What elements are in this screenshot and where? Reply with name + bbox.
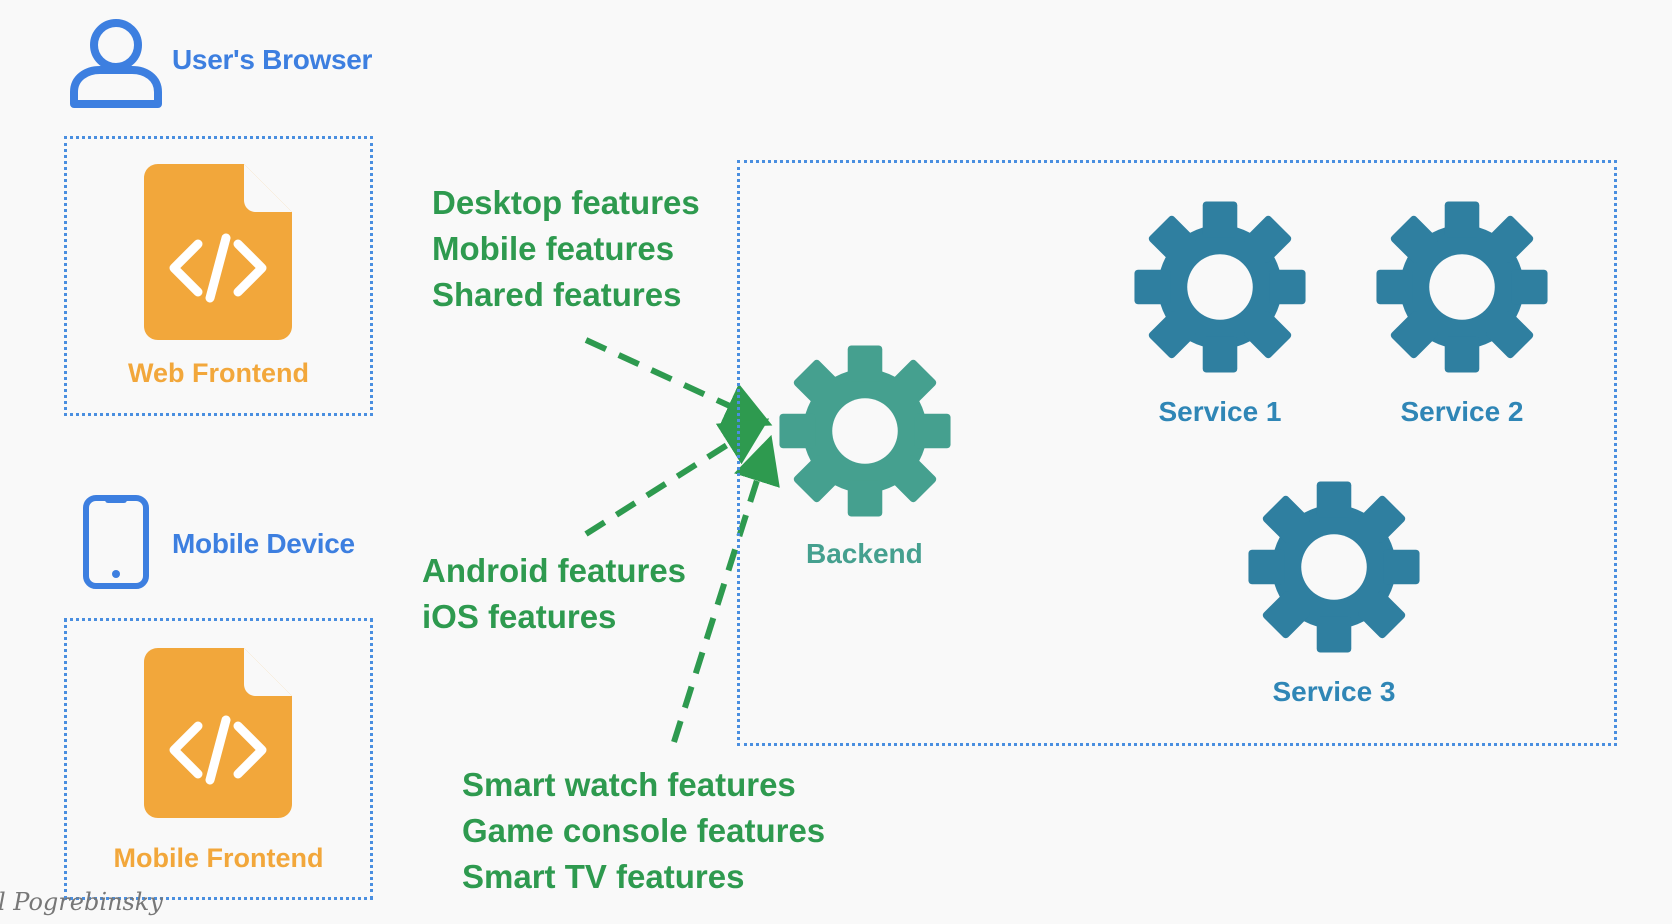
backend-system-box bbox=[737, 160, 1617, 746]
feature-game-console: Game console features bbox=[462, 812, 826, 849]
author-watermark: l Pogrebinsky bbox=[0, 888, 163, 916]
feature-shared: Shared features bbox=[432, 276, 682, 313]
feature-smart-watch: Smart watch features bbox=[462, 766, 796, 803]
mobile-device-label: Mobile Device bbox=[172, 528, 355, 559]
backend-label: Backend bbox=[806, 538, 923, 569]
service-2-label: Service 2 bbox=[1400, 396, 1524, 427]
arrow-devices-to-backend bbox=[671, 434, 780, 743]
device-feature-list: Smart watch features Game console featur… bbox=[462, 762, 825, 900]
feature-mobile: Mobile features bbox=[432, 230, 675, 267]
feature-ios: iOS features bbox=[422, 598, 617, 635]
arrow-web-to-backend bbox=[584, 337, 773, 428]
gear-icon bbox=[1376, 201, 1548, 373]
code-file-icon bbox=[144, 648, 292, 818]
feature-desktop: Desktop features bbox=[432, 184, 700, 221]
web-frontend-box bbox=[64, 136, 373, 416]
gear-icon bbox=[1134, 201, 1306, 373]
mobile-frontend-label: Mobile Frontend bbox=[113, 843, 324, 873]
code-file-icon bbox=[144, 164, 292, 340]
mobile-feature-list: Android features iOS features bbox=[422, 548, 686, 640]
smartphone-icon bbox=[83, 495, 149, 589]
web-feature-list: Desktop features Mobile features Shared … bbox=[432, 180, 700, 318]
web-frontend-label: Web Frontend bbox=[128, 358, 309, 388]
arrow-mobile-to-backend bbox=[584, 418, 770, 537]
gear-icon bbox=[1248, 481, 1420, 653]
mobile-frontend-box bbox=[64, 618, 373, 900]
feature-android: Android features bbox=[422, 552, 687, 589]
browser-label: User's Browser bbox=[172, 44, 373, 75]
gear-icon bbox=[779, 345, 951, 517]
feature-smart-tv: Smart TV features bbox=[462, 858, 745, 895]
service-1-label: Service 1 bbox=[1158, 396, 1282, 427]
user-icon bbox=[70, 19, 162, 108]
service-3-label: Service 3 bbox=[1272, 676, 1396, 707]
